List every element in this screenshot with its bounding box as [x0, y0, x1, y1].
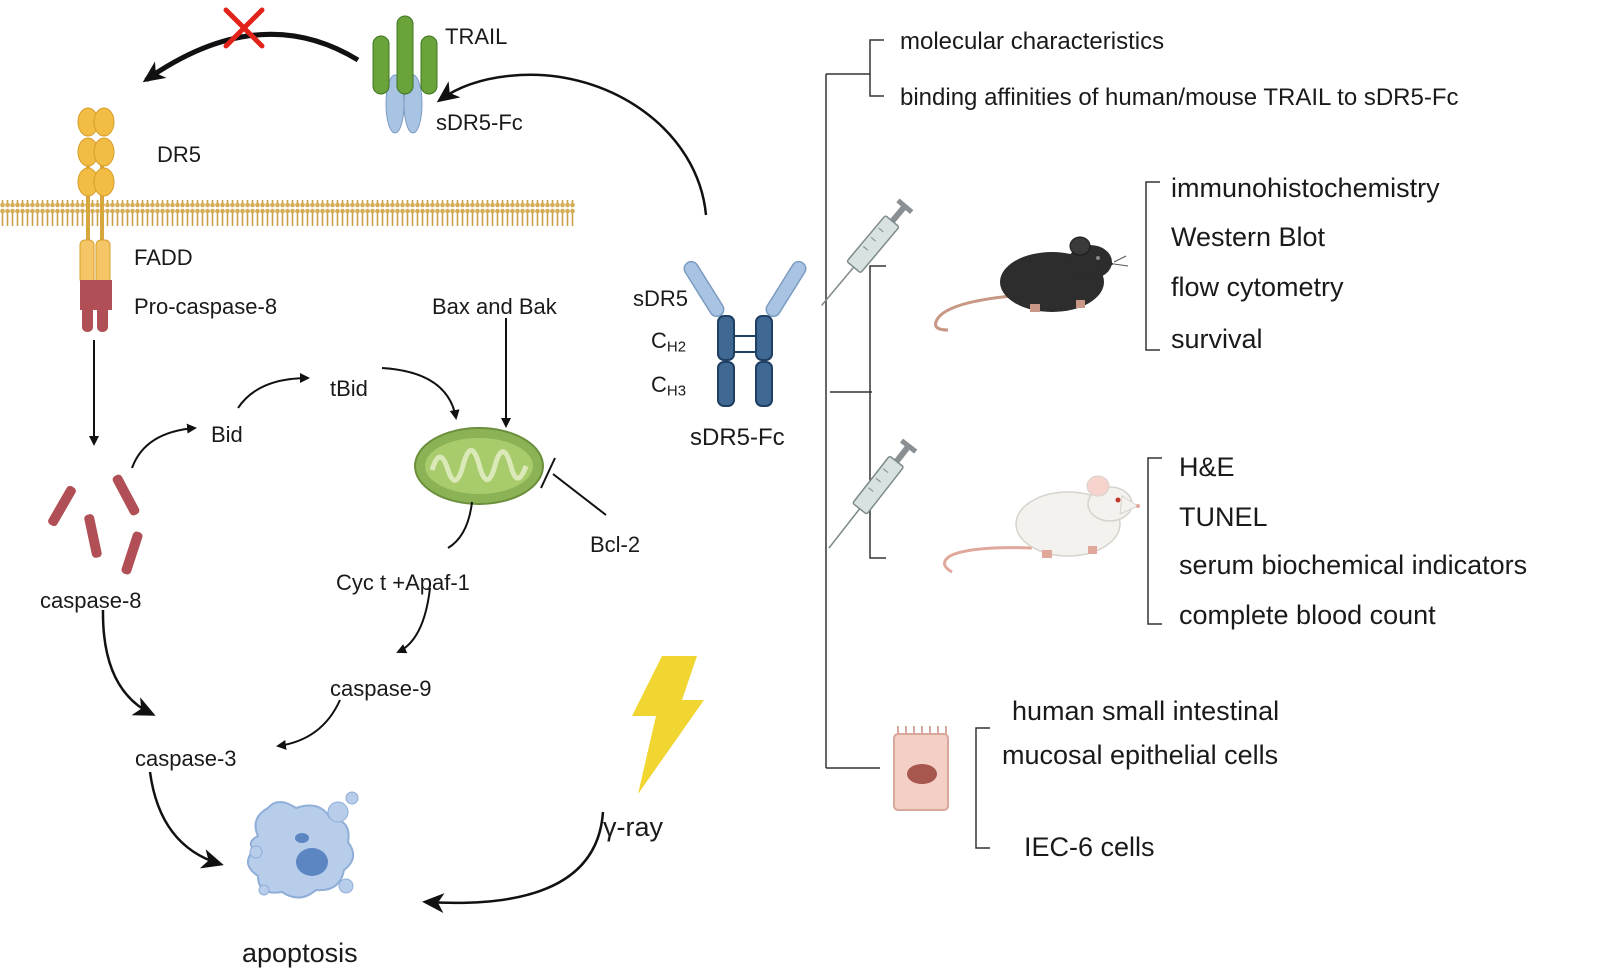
- apoptotic-cell-icon: [247, 791, 359, 899]
- label-pro-caspase-8: Pro-caspase-8: [134, 294, 278, 319]
- arrow-cyc-to-casp9: [396, 587, 431, 654]
- label-trail: TRAIL: [445, 24, 508, 49]
- ch3-sub: H3: [666, 382, 687, 400]
- label-tbid: tBid: [330, 376, 368, 401]
- study-item: IEC-6 cells: [1024, 832, 1155, 862]
- sdr5fc-to-trail-arrow: [436, 73, 708, 216]
- study-item: mucosal epithelial cells: [1002, 740, 1279, 770]
- label-dr5: DR5: [157, 142, 202, 167]
- mitochondrion-icon: [414, 427, 544, 505]
- pro-caspase-8-domain: [80, 280, 112, 332]
- cross-mark-icon: [223, 7, 265, 49]
- bcl2-inhibition-line: [552, 473, 607, 516]
- arrow-casp9-to-casp3: [276, 699, 341, 750]
- blocked-binding-arrow: [142, 31, 360, 83]
- caspase-8-fragments: [48, 474, 143, 575]
- study-item: Western Blot: [1171, 222, 1326, 252]
- ch3-main: C: [651, 372, 667, 397]
- white-mouse-icon: [943, 475, 1140, 574]
- arrow-gamma-to-apoptosis: [422, 811, 605, 914]
- bracket-group3-items: [1147, 457, 1162, 625]
- arrow-casp8-to-casp3: [101, 609, 156, 716]
- study-item: human small intestinal: [1012, 696, 1280, 726]
- label-bcl2: Bcl-2: [590, 532, 641, 557]
- black-mouse-icon: [934, 236, 1129, 332]
- epithelial-cell-icon: [893, 726, 949, 811]
- study-item: survival: [1171, 324, 1263, 354]
- study-item: molecular characteristics: [900, 28, 1165, 55]
- sdr5-fc-antibody-icon: [683, 260, 807, 407]
- arrow-casp8-to-bid: [131, 423, 197, 469]
- syringe-icon: [828, 438, 918, 549]
- syringe-icon: [821, 198, 914, 306]
- trail-sdr5fc-complex: [372, 15, 438, 134]
- study-item: complete blood count: [1179, 600, 1436, 630]
- study-item: binding affinities of human/mouse TRAIL …: [900, 84, 1459, 111]
- fadd-domain: [79, 239, 111, 285]
- bcl2-inhibition-bar: [540, 457, 556, 489]
- ch2-sub: H2: [666, 338, 687, 356]
- cell-membrane: [0, 200, 575, 226]
- label-caspase-3: caspase-3: [135, 746, 237, 771]
- label-bid: Bid: [211, 422, 243, 447]
- arrow-tbid-to-mito: [381, 367, 460, 420]
- arrow-bid-to-tbid: [237, 373, 310, 409]
- study-item: immunohistochemistry: [1171, 173, 1440, 203]
- label-antibody-ch2: CH2: [651, 330, 686, 356]
- arrow-mito-to-cyc: [447, 501, 473, 549]
- bracket-group1: [869, 39, 884, 97]
- label-caspase-8: caspase-8: [40, 588, 142, 613]
- lightning-icon: [632, 656, 704, 794]
- study-item: serum biochemical indicators: [1179, 550, 1528, 580]
- study-item: TUNEL: [1179, 502, 1268, 532]
- label-gamma-ray: γ-ray: [603, 812, 663, 842]
- bracket-group2-items: [1145, 181, 1160, 351]
- label-antibody-ch3: CH3: [651, 374, 686, 400]
- study-item: H&E: [1179, 452, 1235, 482]
- bracket-group2: [869, 265, 886, 559]
- label-sdr5fc-top: sDR5-Fc: [436, 110, 523, 135]
- label-cyc-apaf: Cyc t +Apaf-1: [336, 570, 470, 595]
- dr5-receptor: [77, 107, 115, 250]
- study-item: flow cytometry: [1171, 272, 1344, 302]
- label-bax-bak: Bax and Bak: [432, 294, 557, 319]
- label-fadd: FADD: [134, 245, 193, 270]
- ch2-main: C: [651, 328, 667, 353]
- bracket-group4-items: [975, 727, 990, 849]
- label-apoptosis: apoptosis: [242, 938, 358, 968]
- label-caspase-9: caspase-9: [330, 676, 432, 701]
- label-antibody-name: sDR5-Fc: [690, 424, 785, 451]
- label-antibody-sdr5: sDR5: [633, 286, 689, 311]
- arrow-casp3-to-apoptosis: [148, 771, 224, 869]
